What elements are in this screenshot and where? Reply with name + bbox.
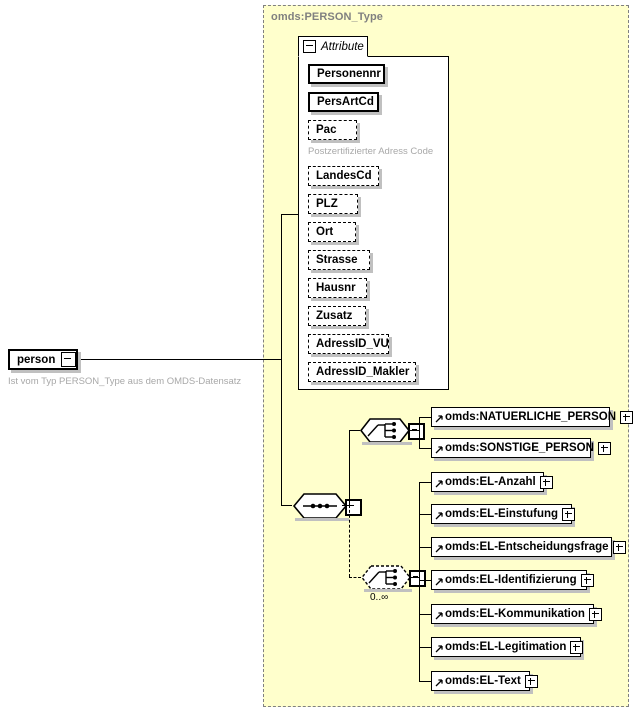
minus-box-icon[interactable] <box>409 570 426 587</box>
attribute-label: AdressID_VU <box>316 338 389 350</box>
connector-el-child-2 <box>419 514 431 515</box>
element-ref-sonstige-person[interactable]: omds:SONSTIGE_PERSON <box>431 438 611 458</box>
element-ref-el-anzahl[interactable]: omds:EL-Anzahl <box>431 472 553 492</box>
connector-choice-el-trunk <box>419 482 420 681</box>
connector-trunk-attribute <box>281 214 298 215</box>
plus-box-icon[interactable] <box>597 441 611 455</box>
element-ref-el-einstufung[interactable]: omds:EL-Einstufung <box>431 504 576 524</box>
element-label: person <box>17 353 56 366</box>
element-ref-label: omds:EL-Einstufung <box>445 508 559 520</box>
attribute-node-persartcd[interactable]: PersArtCd <box>308 92 379 112</box>
element-node-person[interactable]: person <box>8 349 78 370</box>
element-ref-el-identifizierung[interactable]: omds:EL-Identifizierung <box>431 570 594 590</box>
plus-box-icon[interactable] <box>620 410 634 424</box>
connector-choice-el-out <box>409 577 419 578</box>
reference-arrow-icon <box>435 607 444 621</box>
connector-choice-person-in <box>349 430 360 431</box>
attribute-node-strasse[interactable]: Strasse <box>308 250 370 270</box>
sequence-icon <box>292 493 348 519</box>
attribute-node-adressid-makler[interactable]: AdressID_Makler <box>308 362 416 382</box>
connector-trunk-sequence <box>281 505 292 506</box>
reference-arrow-icon <box>435 410 444 424</box>
attribute-label: Zusatz <box>316 310 353 322</box>
plus-box-icon[interactable] <box>524 674 538 688</box>
connector-el-child-4 <box>419 580 431 581</box>
plus-box-icon[interactable] <box>612 540 626 554</box>
reference-arrow-icon <box>435 540 444 554</box>
occurrence-label-choice-el: 0..∞ <box>370 592 389 603</box>
element-ref-el-entscheidungsfrage[interactable]: omds:EL-Entscheidungsfrage <box>431 537 626 557</box>
plus-box-icon[interactable] <box>570 640 584 654</box>
reference-arrow-icon <box>435 475 444 489</box>
element-annotation-person: Ist vom Typ PERSON_Type aus dem OMDS-Dat… <box>8 376 242 387</box>
choice-icon <box>359 418 411 443</box>
connector-trunk-vertical <box>281 214 282 506</box>
attribute-node-zusatz[interactable]: Zusatz <box>308 306 366 326</box>
element-ref-label: omds:EL-Kommunikation <box>445 608 585 620</box>
reference-arrow-icon <box>435 441 444 455</box>
reference-arrow-icon <box>435 507 444 521</box>
attribute-label: PLZ <box>316 198 338 210</box>
element-ref-label: omds:EL-Identifizierung <box>445 574 577 586</box>
element-ref-label: omds:SONSTIGE_PERSON <box>445 442 594 454</box>
connector-choice-el-in <box>349 577 361 578</box>
minus-box-icon[interactable] <box>345 499 362 516</box>
connector-person-trunk <box>78 359 281 360</box>
connector-sequence-to-choice-el <box>349 505 350 577</box>
attribute-tab[interactable]: Attribute <box>298 36 368 57</box>
minus-box-icon[interactable] <box>303 40 316 53</box>
plus-box-icon[interactable] <box>580 573 594 587</box>
attribute-label: Personennr <box>317 68 381 80</box>
element-ref-natuerliche-person[interactable]: omds:NATUERLICHE_PERSON <box>431 407 634 427</box>
attribute-annotation-pac: Postzertifizierter Adress Code <box>308 146 434 157</box>
attribute-tab-label: Attribute <box>321 40 364 53</box>
element-ref-el-text[interactable]: omds:EL-Text <box>431 671 538 691</box>
connector-el-child-3 <box>419 547 431 548</box>
attribute-node-plz[interactable]: PLZ <box>308 194 358 214</box>
attribute-node-personennr[interactable]: Personennr <box>308 64 385 84</box>
element-ref-el-kommunikation[interactable]: omds:EL-Kommunikation <box>431 604 602 624</box>
element-ref-label: omds:EL-Entscheidungsfrage <box>445 541 609 553</box>
connector-choice-person-out <box>408 430 419 431</box>
complextype-label: omds:PERSON_Type <box>271 11 384 23</box>
attribute-label: PersArtCd <box>317 96 374 108</box>
choice-icon <box>361 565 411 590</box>
connector-sequence-to-choice-person <box>349 430 350 506</box>
element-ref-label: omds:EL-Text <box>445 675 521 687</box>
attribute-node-adressid-vu[interactable]: AdressID_VU <box>308 334 389 354</box>
connector-choice-person-trunk <box>419 417 420 448</box>
connector-el-child-7 <box>419 681 431 682</box>
reference-arrow-icon <box>435 640 444 654</box>
connector-sequence-out <box>342 505 350 506</box>
minus-box-icon[interactable] <box>408 423 425 440</box>
attribute-node-ort[interactable]: Ort <box>308 222 356 242</box>
element-ref-label: omds:EL-Legitimation <box>445 641 567 653</box>
plus-box-icon[interactable] <box>588 607 602 621</box>
reference-arrow-icon <box>435 573 444 587</box>
plus-box-icon[interactable] <box>562 507 576 521</box>
element-ref-el-legitimation[interactable]: omds:EL-Legitimation <box>431 637 584 657</box>
attribute-node-landescd[interactable]: LandesCd <box>308 166 379 186</box>
connector-child-2 <box>419 448 431 449</box>
attribute-node-pac[interactable]: Pac <box>308 120 357 140</box>
attribute-label: Ort <box>316 226 334 238</box>
attribute-node-hausnr[interactable]: Hausnr <box>308 278 367 298</box>
attribute-label: LandesCd <box>316 170 372 182</box>
connector-el-child-1 <box>419 482 431 483</box>
element-ref-label: omds:EL-Anzahl <box>445 476 536 488</box>
connector-child-1 <box>419 417 431 418</box>
plus-box-icon[interactable] <box>539 475 553 489</box>
attribute-label: Strasse <box>316 254 358 266</box>
attribute-label: Hausnr <box>316 282 356 294</box>
connector-el-child-6 <box>419 647 431 648</box>
element-ref-label: omds:NATUERLICHE_PERSON <box>445 411 617 423</box>
connector-el-child-5 <box>419 614 431 615</box>
attribute-label: Pac <box>316 124 337 136</box>
attribute-label: AdressID_Makler <box>316 366 410 378</box>
minus-box-icon[interactable] <box>61 352 77 367</box>
reference-arrow-icon <box>435 674 444 688</box>
